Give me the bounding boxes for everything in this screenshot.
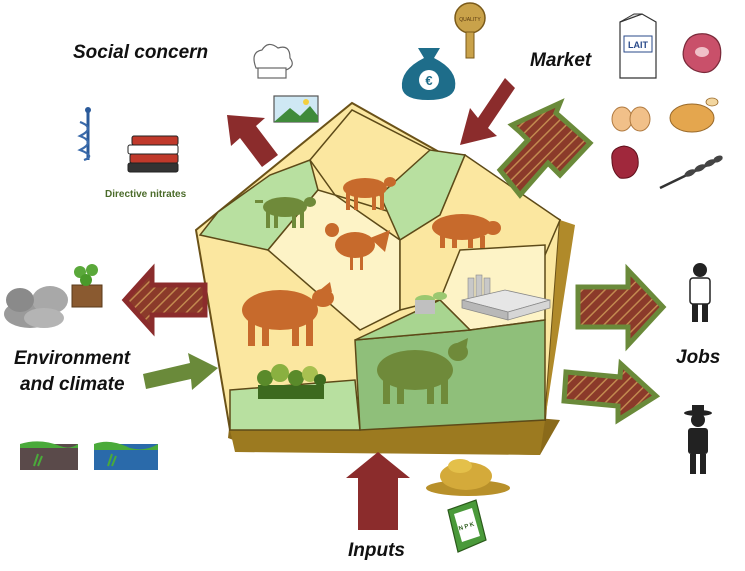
farmer-hat-icon [684, 405, 712, 474]
trees-icon [257, 364, 326, 399]
environment-out-arrow [121, 263, 208, 337]
pig-icon [432, 214, 501, 248]
jobs-label: Jobs [676, 347, 721, 368]
soil-profile-dry-icon [20, 441, 78, 470]
market-label: Market [530, 50, 592, 71]
worker-white-coat-icon [689, 263, 711, 322]
steak-icon [611, 145, 639, 179]
milk-carton-icon: LAIT [619, 13, 657, 79]
money-bag-icon: € [401, 48, 456, 100]
wheat-icon [659, 155, 723, 190]
quality-seal-text: QUALITY [459, 17, 481, 23]
cow-green-large-icon [377, 338, 468, 404]
plant-in-soil-icon [71, 264, 103, 308]
farm-buildings-icon [415, 274, 551, 321]
feed-pile-icon [426, 459, 510, 496]
cow-orange-large-icon [242, 282, 334, 346]
environment-label-line2: and climate [20, 374, 125, 395]
social-concern-label: Social concern [73, 42, 209, 63]
inputs-label: Inputs [348, 540, 405, 561]
milk-carton-label: LAIT [628, 40, 648, 50]
eggs-icon [611, 106, 651, 132]
market-out-arrow [496, 98, 594, 199]
quality-seal-icon: QUALITY [454, 2, 486, 59]
caduceus-icon [77, 107, 91, 162]
fertilizer-bag-label: N P K [458, 522, 476, 533]
inputs-in-arrow [346, 452, 410, 530]
meat-cut-icon [682, 33, 722, 73]
jobs-upper-arrow [575, 263, 667, 352]
chef-hat-icon [253, 43, 293, 79]
books-icon [127, 135, 179, 173]
environment-in-arrow [143, 353, 218, 390]
cow-orange-small-icon [343, 177, 396, 210]
social-concern-out-arrow [227, 115, 278, 167]
landscape-picture-icon [273, 95, 319, 123]
fertilizer-bag-icon: N P K [447, 499, 487, 553]
field-bottom-connector [354, 299, 472, 341]
directive-nitrates-label: Directive nitrates [105, 189, 187, 200]
cow-green-small-icon [255, 197, 316, 228]
environment-label-line1: Environment [14, 348, 131, 369]
soil-profile-water-icon [94, 441, 158, 470]
euro-symbol: € [425, 73, 432, 88]
cloud-icon [4, 286, 68, 328]
jobs-lower-arrow [561, 358, 661, 425]
roast-chicken-icon [669, 97, 719, 133]
market-in-arrow [460, 78, 515, 145]
pentagon-right-edge [545, 220, 575, 420]
hen-icon [325, 223, 390, 270]
